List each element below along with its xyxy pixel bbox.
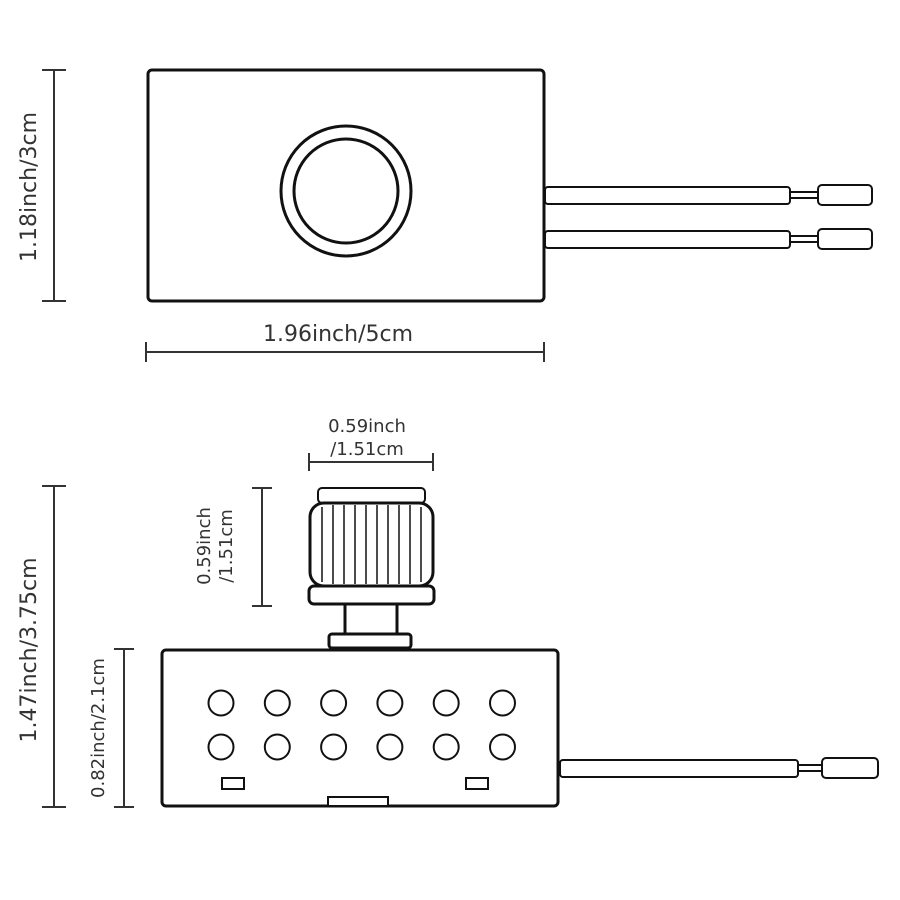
knob-shaft [343,602,399,636]
top-view-wire-lower [544,228,873,250]
top-width-label: 1.96inch/5cm [263,322,413,347]
top-view: 1.18inch/3cm 1.96inch/5cm [17,68,873,362]
vent-hole [207,733,235,761]
knob-width-dimension-line [308,453,434,471]
knob-height-label-line2: /1.51cm [216,509,237,583]
side-view: 0.59inch /1.51cm 0.59inch /1.51cm 1.47in… [17,416,879,808]
vent-hole [376,733,404,761]
vent-hole [263,733,291,761]
top-width-dimension-line [145,342,545,362]
vent-hole [376,689,404,717]
body-bottom-clip [327,796,389,807]
top-height-dimension-line [42,69,66,302]
knob-width-label-line1: 0.59inch [328,416,406,437]
body-height-label: 0.82inch/2.1cm [88,658,109,798]
knob-height-label-line1: 0.59inch [194,507,215,585]
mounting-nut [327,632,413,650]
vent-hole [489,689,516,717]
top-height-label: 1.18inch/3cm [17,112,42,262]
knob-knurled [308,501,435,588]
vent-hole [489,733,516,761]
vent-hole [320,689,348,717]
knob-base [307,584,436,606]
knob-cap-top [317,487,426,504]
vent-hole [320,733,348,761]
top-view-knob-inner [292,137,400,245]
total-height-label: 1.47inch/3.75cm [17,557,42,742]
total-height-dimension-line [42,485,66,808]
body-tab-left [221,777,245,790]
top-view-wire-upper [544,184,873,206]
knob-knurl-lines [321,505,422,584]
knob-width-label-line2: /1.51cm [330,439,404,460]
body-tab-right [465,777,489,790]
body-height-dimension-line [114,648,134,808]
vent-holes [207,689,516,761]
vent-hole [432,689,460,717]
knob-height-dimension-line [252,487,272,607]
side-view-wire [559,757,879,779]
vent-hole [263,689,291,717]
vent-hole [207,689,235,717]
vent-hole [432,733,460,761]
